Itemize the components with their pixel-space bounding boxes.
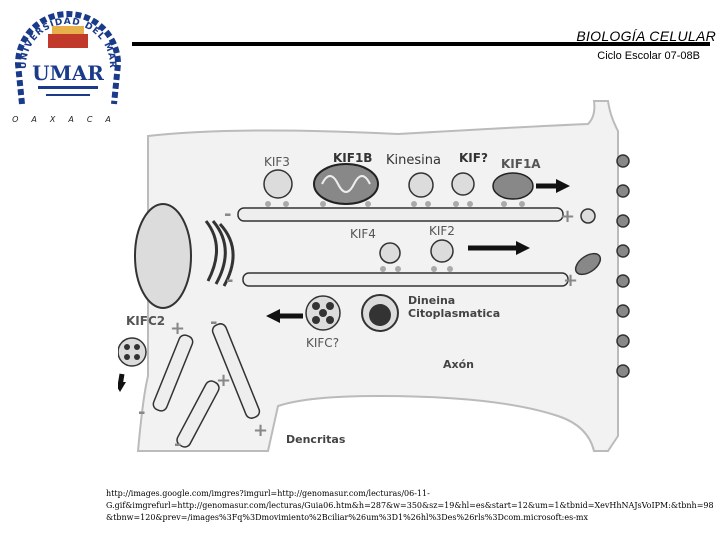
- source-url-line-2: G.gif&imgrefurl=http://genomasur.com/lec…: [106, 501, 714, 510]
- label-dineina-line1: Dineina: [408, 294, 455, 307]
- label-kif3: KIF3: [264, 155, 290, 169]
- kif2-cargo: [430, 239, 454, 263]
- mitochondrion: [313, 163, 379, 205]
- dendrite-microtubule-3: [211, 323, 261, 419]
- minus-dendrite-2: -: [138, 402, 145, 423]
- source-url-line-3: &tbnw=120&prev=/images%3Fq%3Dmovimiento%…: [106, 513, 589, 522]
- minus-dendrite-1: -: [210, 312, 217, 333]
- terminal-vesicles: [616, 154, 630, 378]
- plus-dendrite-2: +: [216, 370, 231, 391]
- kif1a-cargo: [492, 172, 534, 200]
- label-axon: Axón: [443, 358, 474, 371]
- label-kifc2: KIFC2: [126, 314, 165, 328]
- school-term: Ciclo Escolar 07-08B: [597, 50, 700, 62]
- label-kinesina: Kinesina: [386, 153, 441, 168]
- plus-dendrite-1: +: [170, 318, 185, 339]
- logo-city: OAXACA: [12, 115, 124, 124]
- label-kif-unknown: KIF?: [459, 151, 488, 165]
- plus-lower: +: [563, 270, 578, 291]
- label-kifc-unknown: KIFC?: [306, 336, 339, 350]
- dendrite-microtubule-1: [152, 334, 194, 412]
- minus-dendrite-3: -: [174, 434, 181, 455]
- nucleus: [134, 203, 192, 309]
- source-url-line-1: http://images.google.com/imgres?imgurl=h…: [106, 489, 430, 498]
- kinesin-cargo: [408, 172, 434, 198]
- minus-lower: -: [226, 270, 233, 291]
- label-kif2: KIF2: [429, 224, 455, 238]
- university-logo: UNIVERSIDAD DEL MAR UMAR OAXACA: [8, 4, 128, 128]
- logo-monogram: UMAR: [32, 61, 104, 85]
- kif-unknown-cargo: [451, 172, 475, 196]
- label-kif1b: KIF1B: [333, 151, 372, 165]
- kif4-cargo: [379, 242, 401, 264]
- motor-proteins-figure: KIF3 KIF1B Kinesina KIF? KIF1A KIF4 KIF2…: [118, 100, 630, 455]
- header-rule: [132, 42, 710, 46]
- microtubule-upper: [237, 207, 564, 222]
- minus-upper: -: [224, 204, 231, 225]
- golgi: [204, 220, 235, 287]
- label-kif4: KIF4: [350, 227, 376, 241]
- kif3-cargo: [263, 169, 293, 199]
- label-dendritas: Dencritas: [286, 433, 346, 446]
- source-url[interactable]: http://images.google.com/imgres?imgurl=h…: [106, 488, 718, 524]
- microtubule-lower: [242, 272, 569, 287]
- kifc2-cargo: [118, 337, 147, 367]
- logo-graphic: UNIVERSIDAD DEL MAR UMAR OAXACA: [12, 11, 124, 124]
- label-kif1a: KIF1A: [501, 157, 541, 171]
- label-dineina-line2: Citoplasmatica: [408, 307, 500, 320]
- dendrite-microtubule-2: [176, 380, 220, 448]
- plus-upper: +: [560, 206, 575, 227]
- course-title: BIOLOGÍA CELULAR: [576, 28, 716, 44]
- plus-dendrite-3: +: [253, 420, 268, 441]
